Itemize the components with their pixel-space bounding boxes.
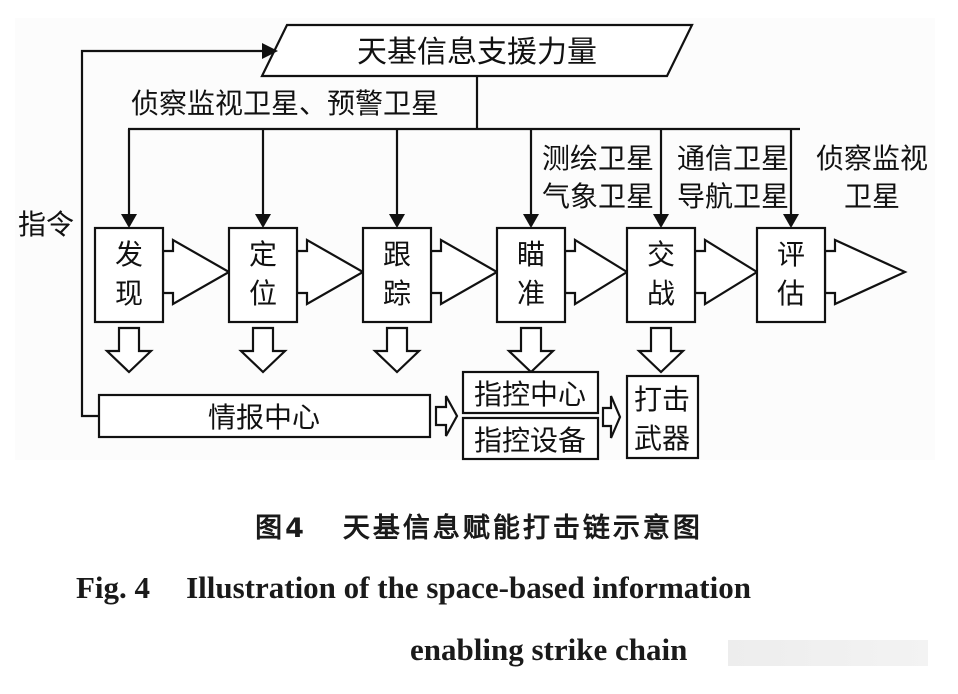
down-arrow-icon: [372, 326, 422, 374]
caption-cn-title: 天基信息赋能打击链示意图: [342, 513, 703, 544]
space-info-support-node: 天基信息支援力量: [260, 23, 694, 78]
drop-line-discover: [121, 129, 137, 228]
stage-aim: 瞄准: [495, 226, 630, 374]
arrowhead-icon: [389, 214, 405, 228]
command-equipment-label: 指控设备: [474, 424, 586, 457]
strike-weapon-label-line1: 打击: [634, 383, 690, 416]
caption-chinese: 图4 天基信息赋能打击链示意图: [0, 506, 958, 545]
intel-center-node: 情报中心: [97, 393, 432, 439]
arrowhead-icon: [653, 214, 669, 228]
command-center-box: [461, 370, 600, 415]
stage-box: [361, 226, 433, 324]
satellite-distribution-bus: 侦察监视卫星、预警卫星: [121, 76, 800, 228]
stage-label-line1: 瞄: [517, 238, 545, 271]
watermark-overlay: [728, 640, 928, 666]
drop-line-engage: [653, 129, 669, 228]
arrowhead-icon: [121, 214, 137, 228]
satellite-label-assess-line2: 卫星: [844, 180, 900, 213]
caption-en-number: Fig. 4: [76, 570, 151, 605]
chain-arrow-icon: [693, 238, 760, 306]
command-to-weapon-arrow-icon: [601, 395, 622, 439]
command-label: 指令: [18, 208, 74, 241]
satellite-label-engage-line1: 通信卫星: [677, 142, 789, 175]
stage-locate: 定位: [227, 226, 366, 374]
arrowhead-icon: [783, 214, 799, 228]
chain-arrow-icon: [295, 238, 366, 306]
stage-track: 跟踪: [361, 226, 500, 374]
command-equipment-box: [461, 416, 600, 461]
stage-label-line2: 估: [777, 277, 805, 310]
drop-line-aim: [523, 129, 539, 228]
down-arrow-icon: [636, 326, 686, 374]
stage-label-line2: 踪: [383, 277, 411, 310]
stage-engage: 交战: [625, 226, 760, 374]
chain-arrow-icon: [563, 238, 630, 306]
arrowhead-icon: [523, 214, 539, 228]
down-arrow-icon: [238, 326, 288, 374]
stage-label-line1: 评: [777, 238, 805, 271]
stage-label-line2: 位: [249, 277, 277, 310]
command-center-label: 指控中心: [474, 378, 586, 411]
drop-line-locate: [255, 129, 271, 228]
strike-weapon-label-line2: 武器: [634, 422, 690, 455]
stage-label-line1: 交: [647, 238, 675, 271]
intel-center-label: 情报中心: [208, 401, 320, 434]
stage-box: [495, 226, 567, 324]
intel-to-command-arrow-icon: [434, 395, 459, 437]
chain-arrow-icon: [429, 238, 500, 306]
chain-arrow-icon: [161, 238, 232, 306]
drop-line-track: [389, 129, 405, 228]
chain-arrow-icon: [823, 238, 908, 306]
strike-weapon-node: 打击 武器: [625, 374, 700, 460]
strike-weapon-box: [625, 374, 700, 460]
stage-box: [755, 226, 827, 324]
stage-box: [625, 226, 697, 324]
intel-center-box: [97, 393, 432, 439]
arrowhead-icon: [255, 214, 271, 228]
stage-label-line2: 战: [647, 277, 675, 310]
stage-label-line1: 跟: [383, 238, 411, 271]
feedback-line: [80, 49, 270, 418]
parallelogram-shape: [260, 23, 694, 78]
stage-box: [93, 226, 165, 324]
satellite-label-aim-line1: 测绘卫星: [542, 142, 654, 175]
top-satellite-label: 侦察监视卫星、预警卫星: [131, 87, 439, 120]
caption-cn-number: 图4: [255, 513, 307, 544]
satellite-label-aim-line2: 气象卫星: [542, 180, 654, 213]
source-node-label: 天基信息支援力量: [357, 35, 597, 70]
stage-assess: 评估: [755, 226, 908, 324]
command-feedback-loop: 指令: [18, 43, 278, 418]
stage-label-line2: 现: [115, 277, 143, 310]
stage-label-line1: 定: [249, 238, 277, 271]
arrowhead-icon: [262, 43, 278, 59]
satellite-label-engage-line2: 导航卫星: [677, 180, 789, 213]
caption-english-line2: enabling strike chain: [410, 632, 688, 667]
stage-discover: 发现: [93, 226, 232, 374]
down-arrow-icon: [104, 326, 154, 374]
command-node: 指控中心 指控设备: [461, 370, 600, 461]
stage-label-line2: 准: [517, 277, 545, 310]
caption-english-line1: Fig. 4 Illustration of the space-based in…: [76, 570, 751, 606]
satellite-label-assess-line1: 侦察监视: [816, 142, 928, 175]
stage-box: [227, 226, 299, 324]
caption-en-title-line1: Illustration of the space-based informat…: [186, 570, 751, 605]
drop-line-assess: [783, 129, 799, 228]
stage-label-line1: 发: [115, 238, 143, 271]
stage-satellite-labels: 测绘卫星 气象卫星 通信卫星 导航卫星 侦察监视 卫星: [542, 142, 928, 213]
down-arrow-icon: [506, 326, 556, 374]
